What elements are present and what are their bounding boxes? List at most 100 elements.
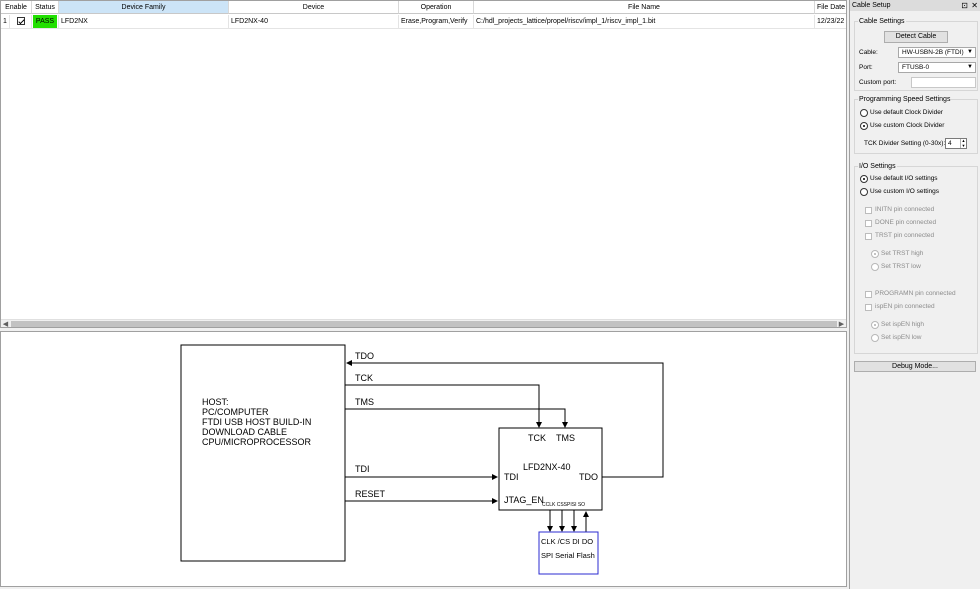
stepper-arrows-icon[interactable]: ▲▼	[960, 138, 966, 148]
initn-label: INITN pin connected	[875, 206, 935, 213]
host-label-line: DOWNLOAD CABLE	[202, 427, 287, 437]
device-tdi-pin: TDI	[504, 472, 519, 482]
status-cell: PASS	[32, 15, 59, 29]
device-name: LFD2NX-40	[523, 462, 571, 472]
custom-divider-radio[interactable]	[860, 122, 868, 130]
io-settings-title: I/O Settings	[858, 162, 897, 171]
panel-title: Cable Setup	[852, 2, 891, 9]
cable-label: Cable:	[859, 49, 878, 56]
column-header-enable[interactable]: Enable	[1, 1, 32, 14]
host-label-line: CPU/MICROPROCESSOR	[202, 437, 312, 447]
tck-wire	[345, 384, 542, 428]
scroll-left-icon[interactable]: ◀	[2, 321, 9, 328]
cable-setup-panel: Cable Setup ⊡ ✕ Cable Settings Detect Ca…	[849, 0, 980, 589]
trst-low-radio[interactable]	[871, 263, 879, 271]
trst-label: TRST pin connected	[875, 232, 935, 239]
detect-cable-button[interactable]: Detect Cable	[884, 31, 948, 43]
ispen-low-label: Set ispEN low	[881, 334, 922, 341]
column-header-device-family[interactable]: Device Family	[59, 1, 229, 14]
cable-select[interactable]: HW-USBN-2B (FTDI) ▼	[898, 47, 976, 58]
default-divider-label[interactable]: Use default Clock Divider	[870, 109, 943, 116]
tdo-signal-label: TDO	[355, 351, 374, 361]
ispen-high-radio[interactable]	[871, 321, 879, 329]
tdi-signal-label: TDI	[355, 464, 370, 474]
device-tms-pin: TMS	[556, 433, 575, 443]
cable-settings-title: Cable Settings	[858, 17, 906, 26]
file-date-cell[interactable]: 12/23/22 ...	[815, 15, 846, 29]
ispen-low-radio[interactable]	[871, 334, 879, 342]
trst-high-radio[interactable]	[871, 250, 879, 258]
port-select-value: FTUSB-0	[902, 64, 930, 71]
default-io-label[interactable]: Use default I/O settings	[870, 175, 938, 182]
speed-settings-title: Programming Speed Settings	[858, 95, 952, 104]
file-name-cell[interactable]: C:/hdl_projects_lattice/propel/riscv/imp…	[474, 15, 815, 29]
tms-wire	[345, 408, 568, 428]
row-index: 1	[1, 15, 10, 29]
io-settings-group: I/O Settings Use default I/O settings Us…	[854, 162, 978, 354]
default-io-radio[interactable]	[860, 175, 868, 183]
trst-high-label: Set TRST high	[881, 250, 924, 257]
status-badge: PASS	[33, 15, 57, 28]
connection-diagram: HOST: PC/COMPUTER FTDI USB HOST BUILD-IN…	[180, 344, 664, 575]
host-label-line: FTDI USB HOST BUILD-IN	[202, 417, 311, 427]
horizontal-scrollbar[interactable]: ◀ ▶	[1, 319, 846, 328]
custom-port-input[interactable]	[911, 77, 976, 88]
scroll-right-icon[interactable]: ▶	[838, 321, 845, 328]
column-header-status[interactable]: Status	[32, 1, 59, 14]
default-divider-radio[interactable]	[860, 109, 868, 117]
reset-signal-label: RESET	[355, 489, 386, 499]
tdo-wire	[346, 360, 664, 478]
done-label: DONE pin connected	[875, 219, 937, 226]
initn-checkbox[interactable]	[865, 207, 872, 214]
programn-label: PROGRAMN pin connected	[875, 290, 956, 297]
custom-io-label[interactable]: Use custom I/O settings	[870, 188, 939, 195]
chevron-down-icon: ▼	[967, 49, 973, 55]
device-spi-pins: CCLK CSSPISI SO	[542, 502, 585, 508]
tms-signal-label: TMS	[355, 397, 374, 407]
programn-checkbox[interactable]	[865, 291, 872, 298]
tck-divider-stepper[interactable]: 4 ▲▼	[945, 138, 967, 149]
device-family-cell[interactable]: LFD2NX	[59, 15, 229, 29]
port-select[interactable]: FTUSB-0 ▼	[898, 62, 976, 73]
debug-mode-button[interactable]: Debug Mode...	[854, 361, 976, 372]
cable-select-value: HW-USBN-2B (FTDI)	[902, 49, 964, 56]
ispen-high-label: Set ispEN high	[881, 321, 924, 328]
speed-settings-group: Programming Speed Settings Use default C…	[854, 95, 978, 154]
column-header-device[interactable]: Device	[229, 1, 399, 14]
port-label: Port:	[859, 64, 873, 71]
tck-divider-label: TCK Divider Setting (0-30x):	[864, 140, 946, 147]
tck-divider-value: 4	[948, 140, 952, 147]
close-icon[interactable]: ✕	[971, 1, 978, 10]
custom-divider-label[interactable]: Use custom Clock Divider	[870, 122, 945, 129]
custom-port-label: Custom port:	[859, 79, 897, 86]
device-cell[interactable]: LFD2NX-40	[229, 15, 399, 29]
trst-checkbox[interactable]	[865, 233, 872, 240]
column-header-file-date[interactable]: File Date	[815, 1, 846, 14]
tck-signal-label: TCK	[355, 373, 373, 383]
enable-cell[interactable]	[10, 15, 32, 29]
host-label-line: PC/COMPUTER	[202, 407, 269, 417]
scrollbar-thumb[interactable]	[11, 321, 837, 327]
flash-name-label: SPI Serial Flash	[541, 551, 595, 560]
host-box	[180, 344, 346, 562]
device-jtag-en-pin: JTAG_EN	[504, 495, 544, 505]
device-tck-pin: TCK	[528, 433, 546, 443]
trst-low-label: Set TRST low	[881, 263, 921, 270]
spi-flash-box	[538, 531, 599, 575]
cable-settings-group: Cable Settings Detect Cable Cable: HW-US…	[854, 17, 978, 91]
pin-icon[interactable]: ⊡	[961, 1, 968, 10]
column-header-file-name[interactable]: File Name	[474, 1, 815, 14]
host-label-line: HOST:	[202, 397, 229, 407]
device-tdo-pin: TDO	[579, 472, 598, 482]
chevron-down-icon: ▼	[967, 64, 973, 70]
operation-cell[interactable]: Erase,Program,Verify	[399, 15, 474, 29]
column-header-operation[interactable]: Operation	[399, 1, 474, 14]
enable-checkbox[interactable]	[16, 17, 25, 26]
done-checkbox[interactable]	[865, 220, 872, 227]
panel-title-bar: Cable Setup ⊡ ✕	[850, 0, 980, 11]
flash-pins-label: CLK /CS DI DO	[541, 537, 593, 546]
ispen-checkbox[interactable]	[865, 304, 872, 311]
custom-io-radio[interactable]	[860, 188, 868, 196]
ispen-label: ispEN pin connected	[875, 303, 935, 310]
